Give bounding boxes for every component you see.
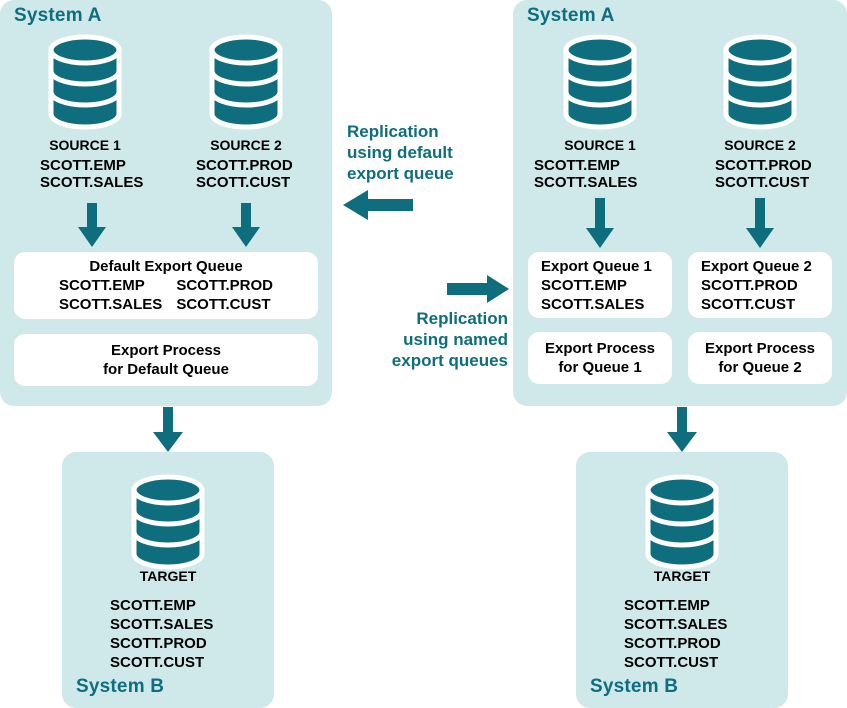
table-name: SCOTT.CUST <box>110 654 205 671</box>
left-source-2-tables: SCOTT.PROD SCOTT.CUST <box>196 157 293 191</box>
right-target-caption: TARGET <box>653 568 711 584</box>
table-name: SCOTT.EMP <box>534 157 620 174</box>
queue-box-title: Export Queue 2 <box>701 257 812 275</box>
database-cylinder-icon <box>561 32 639 132</box>
left-system-b-title: System B <box>76 676 165 697</box>
table-name: SCOTT.SALES <box>624 616 728 633</box>
right-source-2-caption: SOURCE 2 <box>724 137 796 153</box>
table-name: SCOTT.PROD <box>715 157 812 174</box>
left-source-2-caption: SOURCE 2 <box>210 137 282 153</box>
replication-default-label: Replication using default export queue <box>347 121 454 184</box>
process-box-line-1: Export Process <box>704 340 816 357</box>
arrow-down-icon <box>232 203 260 247</box>
table-name: SCOTT.SALES <box>534 174 638 191</box>
export-process-2-box[interactable]: Export Process for Queue 2 <box>688 332 832 384</box>
arrow-right-icon <box>447 275 509 303</box>
table-name: SCOTT.CUST <box>624 654 719 671</box>
left-system-a-title: System A <box>14 5 102 26</box>
queue-box-table-columns: SCOTT.EMP SCOTT.SALES SCOTT.PROD SCOTT.C… <box>59 276 273 314</box>
label-line-2: using named <box>403 330 508 349</box>
queue-box-title: Export Queue 1 <box>541 257 652 275</box>
arrow-down-icon <box>746 198 774 248</box>
right-source-1-tables: SCOTT.EMP SCOTT.SALES <box>534 157 637 191</box>
right-target-tables: SCOTT.EMP SCOTT.SALES SCOTT.PROD SCOTT.C… <box>624 596 727 672</box>
left-target-caption: TARGET <box>139 568 197 584</box>
table-name: SCOTT.SALES <box>110 616 214 633</box>
table-name: SCOTT.CUST <box>701 295 796 313</box>
left-source-1-caption: SOURCE 1 <box>49 137 121 153</box>
queue-column-2: SCOTT.PROD SCOTT.CUST <box>176 276 273 314</box>
label-line-1: Replication <box>416 309 508 328</box>
database-cylinder-icon <box>721 32 799 132</box>
arrow-down-icon <box>153 407 183 452</box>
default-export-process-box[interactable]: Export Process for Default Queue <box>14 334 318 386</box>
table-name: SCOTT.PROD <box>110 635 207 652</box>
left-source-1-tables: SCOTT.EMP SCOTT.SALES <box>40 157 143 191</box>
right-source-2-tables: SCOTT.PROD SCOTT.CUST <box>715 157 812 191</box>
table-name: SCOTT.SALES <box>40 174 144 191</box>
table-name: SCOTT.CUST <box>715 174 810 191</box>
table-name: SCOTT.PROD <box>624 635 721 652</box>
database-cylinder-icon <box>129 472 207 572</box>
queue-box-title: Default Export Queue <box>89 258 243 275</box>
process-box-line-2: for Queue 1 <box>558 359 642 376</box>
label-line-3: export queue <box>347 164 454 183</box>
arrow-down-icon <box>78 203 106 247</box>
table-name: SCOTT.CUST <box>176 296 271 313</box>
table-name: SCOTT.SALES <box>58 296 163 313</box>
export-queue-1-box[interactable]: Export Queue 1 SCOTT.EMP SCOTT.SALES <box>528 252 672 318</box>
table-name: SCOTT.PROD <box>176 277 274 294</box>
database-cylinder-icon <box>207 32 285 132</box>
label-line-3: export queues <box>391 351 508 370</box>
database-cylinder-icon <box>46 32 124 132</box>
table-name: SCOTT.EMP <box>40 157 126 174</box>
default-export-queue-box[interactable]: Default Export Queue SCOTT.EMP SCOTT.SAL… <box>14 252 318 319</box>
arrow-down-icon <box>586 198 614 248</box>
table-name: SCOTT.SALES <box>541 295 645 313</box>
right-source-1-caption: SOURCE 1 <box>564 137 636 153</box>
table-name: SCOTT.EMP <box>541 276 627 294</box>
label-line-1: Replication <box>347 122 439 141</box>
table-name: SCOTT.EMP <box>624 597 710 614</box>
database-cylinder-icon <box>643 472 721 572</box>
table-name: SCOTT.PROD <box>196 157 293 174</box>
right-system-b-title: System B <box>590 676 679 697</box>
process-box-line-2: for Default Queue <box>103 361 229 378</box>
label-line-2: using default <box>347 143 453 162</box>
export-queue-2-box[interactable]: Export Queue 2 SCOTT.PROD SCOTT.CUST <box>688 252 832 318</box>
table-name: SCOTT.EMP <box>110 597 196 614</box>
left-target-tables: SCOTT.EMP SCOTT.SALES SCOTT.PROD SCOTT.C… <box>110 596 213 672</box>
queue-column-1: SCOTT.EMP SCOTT.SALES <box>59 276 162 314</box>
process-box-line-2: for Queue 2 <box>718 359 802 376</box>
table-name: SCOTT.PROD <box>701 276 798 294</box>
arrow-left-icon <box>343 190 413 220</box>
export-process-1-box[interactable]: Export Process for Queue 1 <box>528 332 672 384</box>
replication-named-label: Replication using named export queues <box>349 308 508 371</box>
arrow-down-icon <box>667 407 697 452</box>
table-name: SCOTT.CUST <box>196 174 291 191</box>
table-name: SCOTT.EMP <box>58 277 145 294</box>
right-system-a-title: System A <box>527 5 615 26</box>
process-box-line-1: Export Process <box>110 342 222 359</box>
process-box-line-1: Export Process <box>544 340 656 357</box>
